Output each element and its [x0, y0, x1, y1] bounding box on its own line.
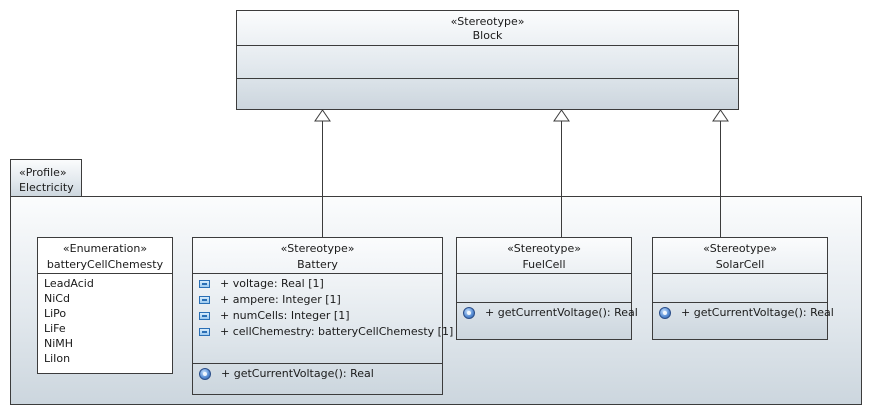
fuelcell-attributes-divider [457, 273, 631, 274]
solarcell-operations-divider [653, 302, 827, 303]
enumeration-divider [38, 273, 172, 274]
battery-attribute[interactable]: + voltage: Real [1] [199, 276, 324, 292]
enum-literal: LiFe [44, 322, 66, 335]
attribute-icon [199, 280, 210, 288]
battery-attribute-label: + ampere: Integer [1] [220, 293, 341, 306]
battery-operation[interactable]: + getCurrentVoltage(): Real [199, 366, 374, 382]
battery-stereotype-class[interactable]: «Stereotype» Battery + voltage: Real [1]… [192, 237, 453, 395]
profile-name: Electricity [19, 181, 74, 194]
solarcell-stereotype-class[interactable]: «Stereotype» SolarCell + getCurrentVolta… [652, 237, 834, 340]
profile-tab[interactable]: «Profile» Electricity [10, 159, 82, 197]
battery-attribute-label: + voltage: Real [1] [220, 277, 324, 290]
solarcell-attributes-divider [653, 273, 827, 274]
battery-attribute-label: + numCells: Integer [1] [220, 309, 350, 322]
block-operations-divider [237, 78, 738, 79]
battery-operations-divider [193, 363, 442, 364]
solarcell-stereotype-label: «Stereotype» [703, 242, 777, 255]
attribute-icon [199, 296, 210, 304]
fuelcell-operation-label: + getCurrentVoltage(): Real [485, 306, 638, 319]
fuelcell-stereotype-class[interactable]: «Stereotype» FuelCell + getCurrentVoltag… [456, 237, 638, 340]
enumeration-stereotype-label: «Enumeration» [62, 242, 148, 255]
operation-icon [463, 307, 475, 319]
solarcell-operation[interactable]: + getCurrentVoltage(): Real [659, 305, 834, 321]
fuelcell-generalization-arrowhead [553, 109, 570, 122]
block-stereotype-class[interactable]: «Stereotype» Block [236, 10, 739, 110]
operation-icon [199, 368, 211, 380]
battery-name: Battery [297, 258, 338, 271]
enum-literal: NiCd [44, 292, 70, 305]
battery-attribute-label: + cellChemestry: batteryCellChemesty [1] [220, 325, 454, 338]
battery-attribute[interactable]: + cellChemestry: batteryCellChemesty [1] [199, 324, 453, 340]
fuelcell-stereotype-label: «Stereotype» [507, 242, 581, 255]
solarcell-generalization-arrowhead [712, 109, 729, 122]
enum-literal: LeadAcid [44, 277, 94, 290]
enumeration-class[interactable]: «Enumeration» batteryCellChemesty LeadAc… [37, 237, 173, 374]
solarcell-name: SolarCell [715, 258, 765, 271]
profile-stereotype-label: «Profile» [19, 166, 67, 179]
enum-literal: LiIon [44, 352, 71, 365]
block-stereotype-label: «Stereotype» [450, 15, 525, 28]
battery-attributes-divider [193, 273, 442, 274]
block-name: Block [472, 29, 503, 42]
enum-literal: NiMH [44, 337, 74, 350]
battery-operation-label: + getCurrentVoltage(): Real [221, 367, 374, 380]
battery-generalization-arrowhead [314, 109, 331, 122]
attribute-icon [199, 312, 210, 320]
fuelcell-operations-divider [457, 302, 631, 303]
battery-attribute[interactable]: + ampere: Integer [1] [199, 292, 341, 308]
enumeration-name: batteryCellChemesty [46, 258, 164, 271]
battery-attribute[interactable]: + numCells: Integer [1] [199, 308, 350, 324]
solarcell-operation-label: + getCurrentVoltage(): Real [681, 306, 834, 319]
attribute-icon [199, 328, 210, 336]
fuelcell-operation[interactable]: + getCurrentVoltage(): Real [463, 305, 638, 321]
fuelcell-name: FuelCell [522, 258, 566, 271]
operation-icon [659, 307, 671, 319]
enum-literal: LiPo [44, 307, 67, 320]
block-attributes-divider [237, 45, 738, 46]
battery-stereotype-label: «Stereotype» [280, 242, 355, 255]
